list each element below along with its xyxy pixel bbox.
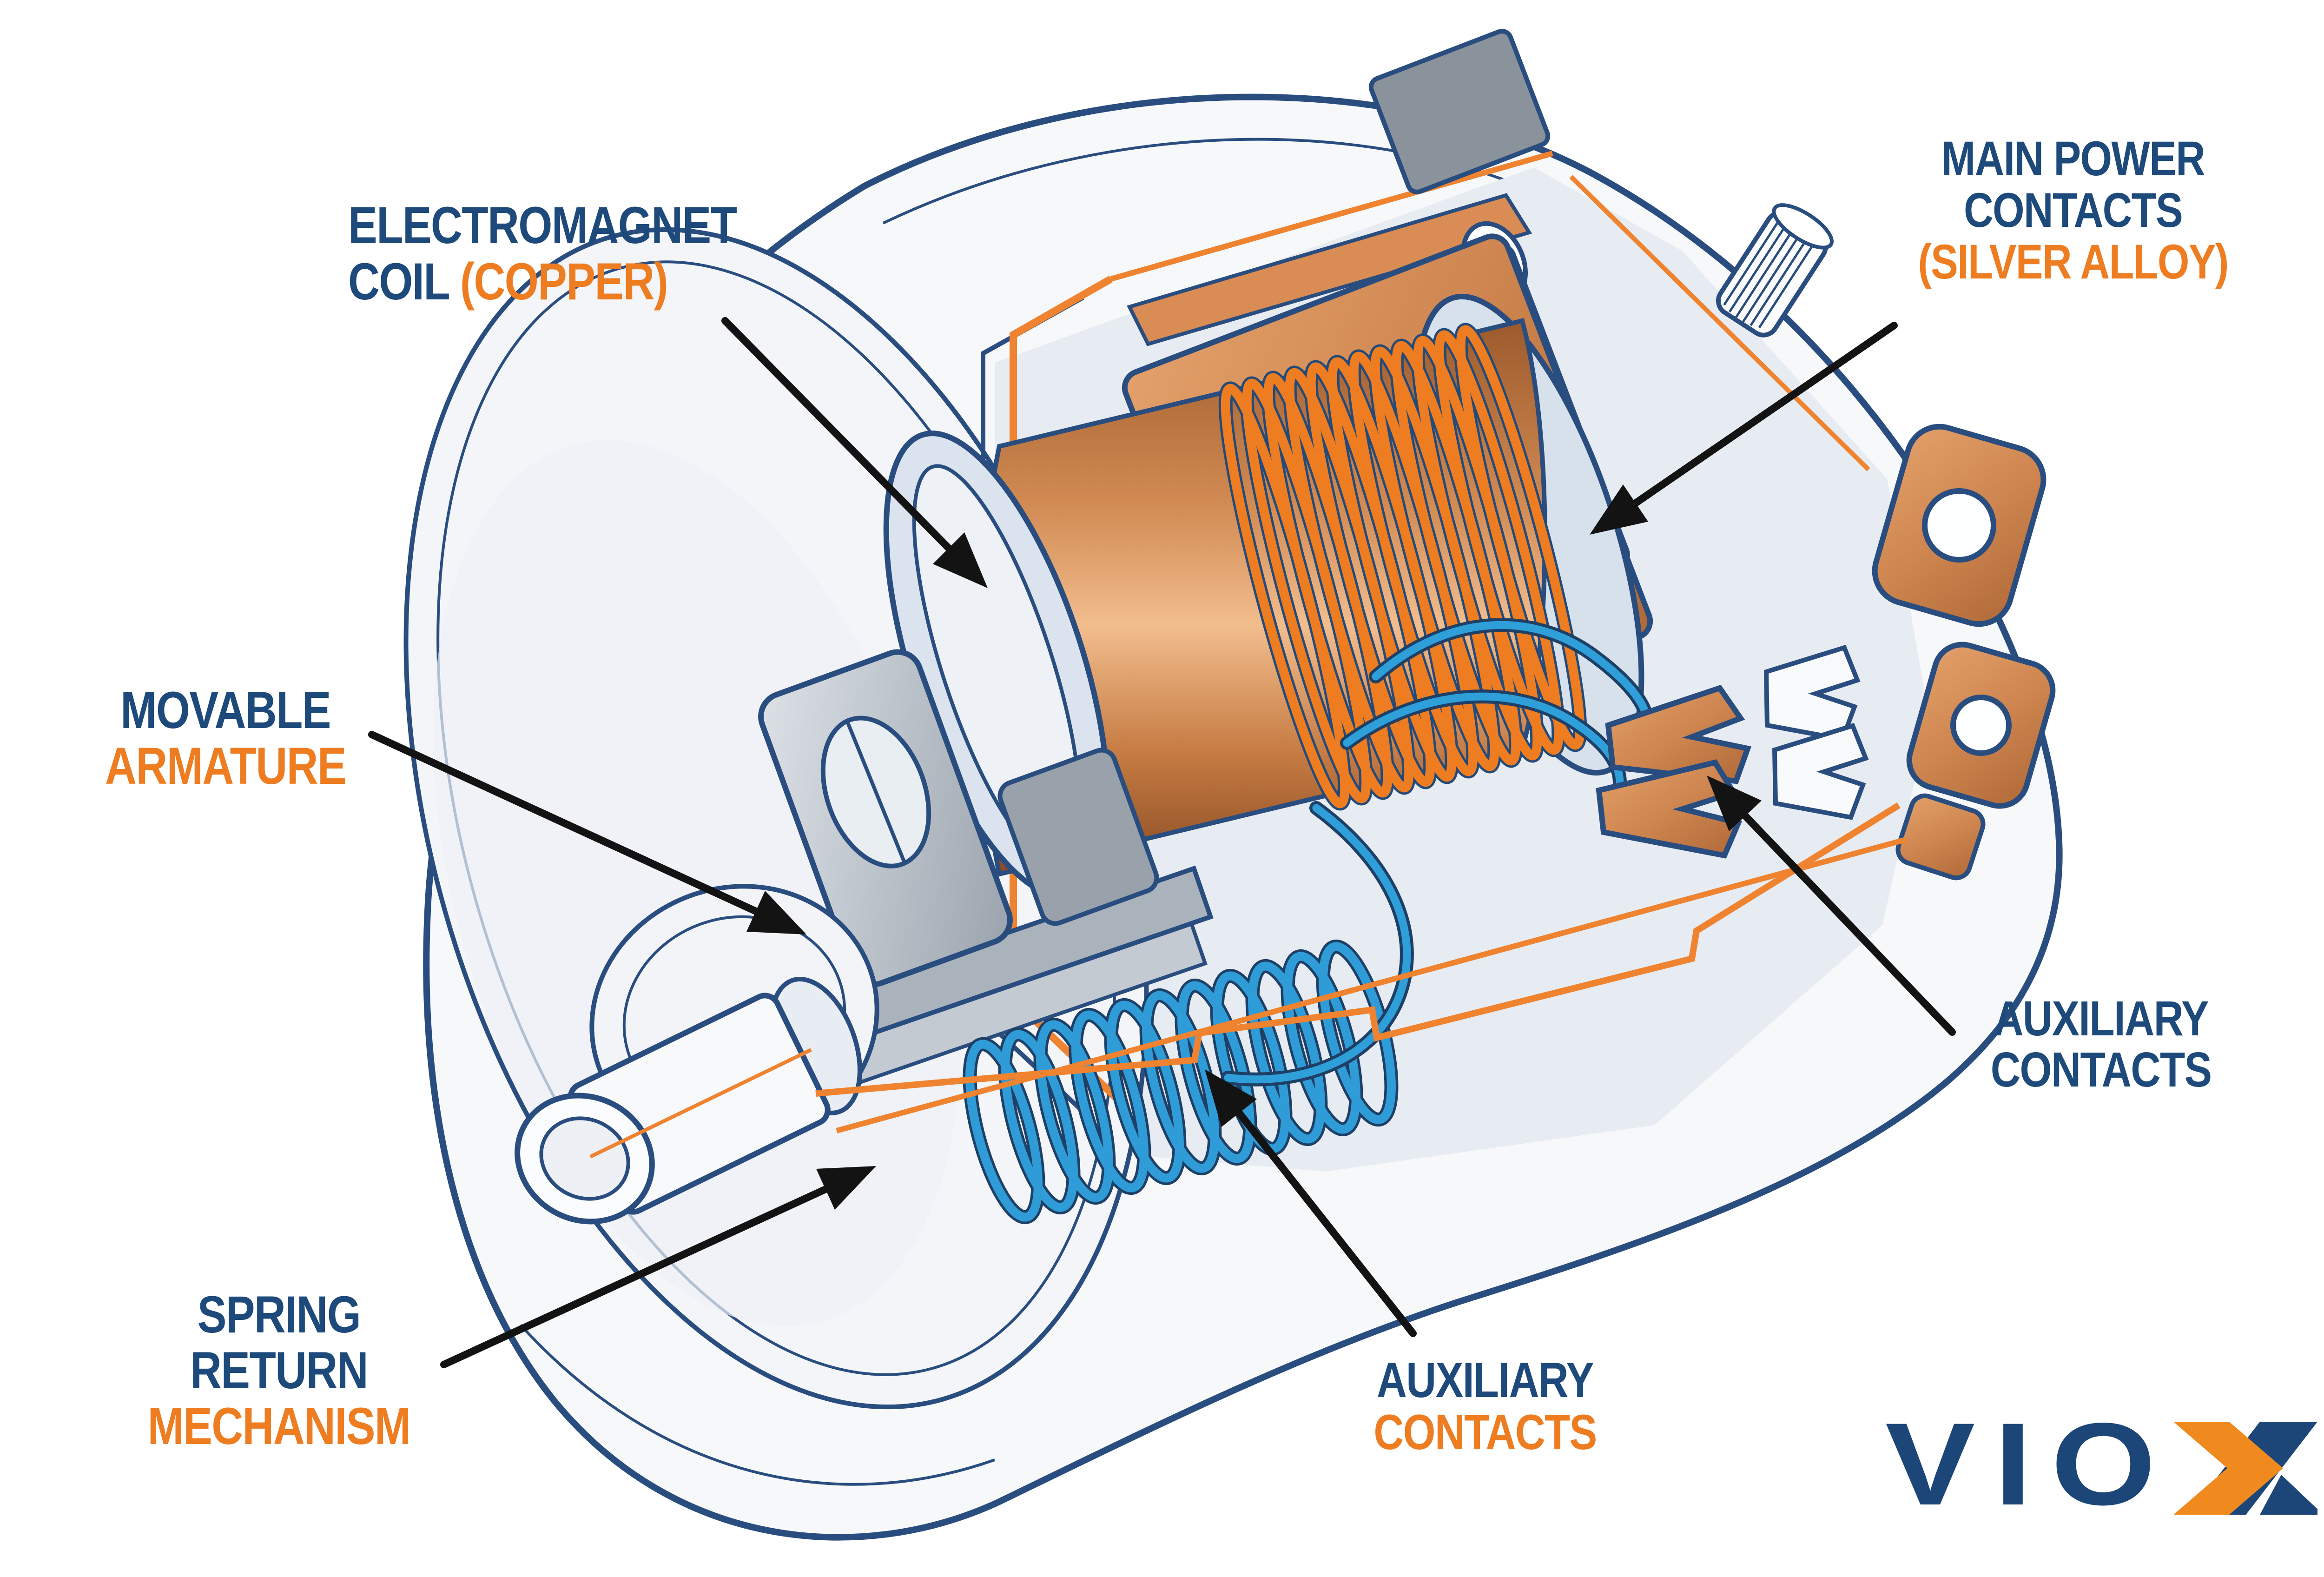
label-line: MOVABLE <box>120 681 331 739</box>
control-wires <box>1221 618 1656 1087</box>
label-auxiliary-contacts-right: AUXILIARY CONTACTS <box>1953 993 2249 1095</box>
aux-contacts-right-arrow <box>1707 775 1956 1036</box>
spring-arrow <box>440 1166 876 1368</box>
label-line-accent: (COPPER) <box>460 252 668 311</box>
aux-contacts-bottom-arrow <box>1205 1069 1417 1337</box>
label-movable-armature: MOVABLE ARMATURE <box>81 682 370 794</box>
label-electromagnet-coil: ELECTROMAGNET COIL (COPPER) <box>348 196 737 311</box>
label-line-accent: MECHANISM <box>147 1397 411 1455</box>
label-line: AUXILIARY <box>1994 991 2209 1046</box>
copper-top-strip <box>1127 193 1532 346</box>
label-line: ELECTROMAGNET <box>348 196 737 254</box>
label-line: CONTACTS <box>1963 183 2183 238</box>
annotation-arrows <box>368 317 1956 1368</box>
main-contacts-arrow <box>1590 322 1898 535</box>
label-line-accent: ARMATURE <box>105 737 347 795</box>
label-line-accent: (SILVER ALLOY) <box>1918 235 2229 289</box>
label-spring-return-mechanism: SPRING RETURN MECHANISM <box>131 1287 427 1454</box>
auxiliary-contacts <box>1596 644 1869 859</box>
viox-logo: VIO <box>1885 1421 2317 1518</box>
label-line: AUXILIARY <box>1377 1352 1594 1408</box>
label-line: COIL <box>348 252 460 311</box>
top-gray-block <box>1368 29 1551 194</box>
coil-arrow <box>721 317 988 588</box>
label-auxiliary-contacts-bottom: AUXILIARY CONTACTS <box>1337 1354 1633 1458</box>
label-line: MAIN POWER <box>1941 132 2205 186</box>
bottom-cut-band <box>815 802 1907 1133</box>
label-line: CONTACTS <box>1990 1042 2212 1097</box>
label-line: SPRING <box>197 1285 361 1344</box>
coil-windings <box>1218 323 1587 811</box>
label-main-power-contacts: MAIN POWER CONTACTS (SILVER ALLOY) <box>1907 133 2239 288</box>
movable-armature <box>758 649 1214 1087</box>
viox-logo-x-icon <box>2173 1422 2317 1515</box>
case-bottom-contour <box>519 1324 995 1486</box>
label-line: RETURN <box>190 1341 369 1399</box>
plunger-shaft <box>515 884 879 1225</box>
label-line-accent: CONTACTS <box>1373 1404 1597 1460</box>
viox-logo-text: VIO <box>1885 1421 2175 1518</box>
terminal-lugs <box>1872 424 2056 881</box>
armature-arrow <box>368 731 806 934</box>
spring-return-mechanism <box>963 939 1399 1225</box>
adjustment-knob <box>1716 203 1834 338</box>
